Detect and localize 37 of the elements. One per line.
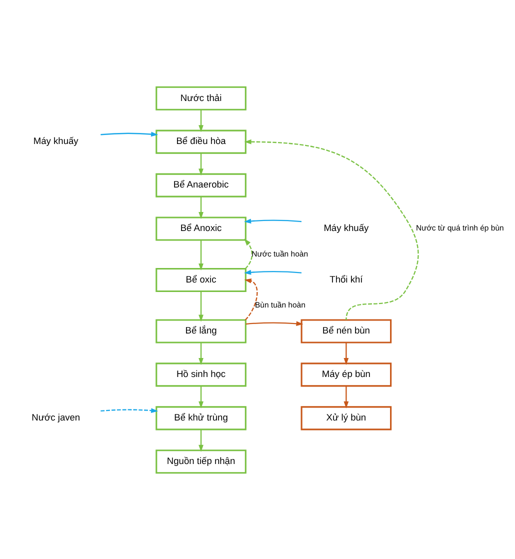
- arrow: [198, 109, 204, 132]
- node-box: Bể nén bùn: [300, 318, 392, 343]
- arrow: [198, 196, 204, 219]
- node-text: Thổi khí: [330, 274, 363, 284]
- node-box: Nguồn tiếp nhận: [156, 449, 246, 474]
- arrow: [198, 386, 204, 408]
- arrow: [198, 240, 204, 270]
- node-box: Bể Anaerobic: [156, 172, 246, 197]
- edge-label: Nước tuần hoàn: [252, 248, 308, 258]
- arrow: [244, 218, 302, 224]
- arrow: [244, 269, 302, 274]
- node-box: Xử lý bùn: [300, 406, 392, 430]
- edge-label: Nước từ quá trình ép bùn: [416, 223, 504, 232]
- arrow: [100, 408, 158, 412]
- arrow: [244, 278, 258, 320]
- node-box: Bể lắng: [156, 318, 246, 343]
- arrow: [198, 342, 204, 364]
- arrow: [198, 429, 204, 452]
- node-text: Nước javen: [32, 412, 80, 422]
- node-box: Bể điều hòa: [156, 129, 246, 154]
- arrow: [100, 131, 158, 136]
- node-box: Bể oxic: [156, 267, 246, 292]
- node-text: Máy khuấy: [324, 222, 369, 233]
- node-box: Nước thải: [156, 86, 246, 110]
- node-box: Bể khử trùng: [156, 406, 246, 430]
- arrow: [344, 386, 349, 408]
- arrow: [198, 152, 204, 176]
- arrow: [344, 342, 349, 364]
- node-text: Máy khuấy: [33, 136, 78, 146]
- arrow: [246, 320, 304, 326]
- edge-label: Bùn tuần hoàn: [254, 300, 306, 310]
- arrow: [244, 238, 253, 269]
- node-box: Máy ép bùn: [300, 362, 392, 386]
- node-box: Bể Anoxic: [156, 216, 246, 240]
- arrow: [244, 138, 419, 320]
- node-box: Hồ sinh học: [156, 362, 246, 386]
- arrow: [198, 290, 204, 322]
